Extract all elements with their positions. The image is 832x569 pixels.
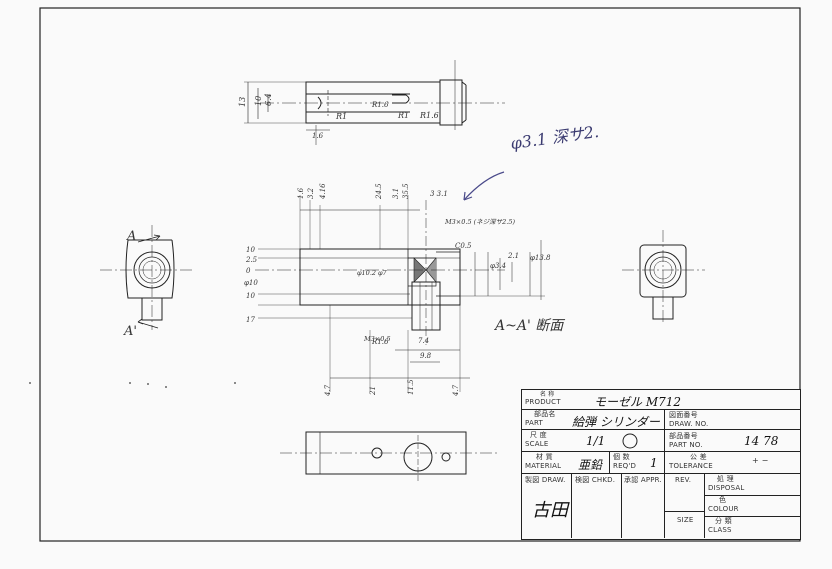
svg-text:φ3.4: φ3.4 [490,262,506,270]
title-row-scale: 尺 度 SCALE 1/1 部品番号 PART NO. 14 78 [522,430,800,452]
svg-text:3.1: 3.1 [392,188,400,199]
svg-text:10: 10 [246,246,255,254]
left-end-view [100,225,195,330]
section-view-dim-text: 10 2.5 0 φ10 10 17 1.6 3.2 4.16 24.5 3.1… [244,183,551,397]
svg-text:7.4: 7.4 [418,337,429,345]
section-marker-top: A [127,229,137,244]
section-view [255,195,545,392]
reqd-value: 1 [650,456,658,470]
title-row-material: 材 質 MATERIAL 亜鉛 個 数 REQ'D 1 公 差 TOLERANC… [522,452,800,474]
svg-text:R1.6: R1.6 [371,101,389,109]
svg-text:4.7: 4.7 [452,384,460,397]
svg-text:3.2: 3.2 [307,187,315,199]
section-label: A~A' 断面 [495,318,564,334]
svg-text:φ13.8: φ13.8 [530,254,551,262]
draw-signature: 古田 [532,500,568,521]
top-view [244,60,505,145]
svg-text:C0.5: C0.5 [455,242,472,250]
part-name-value: 給弾 シリンダー [572,415,660,429]
svg-text:R1.6: R1.6 [371,338,389,346]
svg-text:3 3.1: 3 3.1 [430,190,448,198]
material-value: 亜鉛 [578,458,603,472]
svg-text:R1.6: R1.6 [419,111,439,120]
title-row-product: 名 称 PRODUCT モーゼル M712 [522,390,800,410]
svg-text:2.1: 2.1 [507,252,519,260]
svg-text:35.5: 35.5 [402,183,410,199]
colour-cell: 色 COLOUR [705,495,800,517]
scale-value: 1/1 [586,434,606,448]
svg-text:24.5: 24.5 [375,183,383,200]
sheet-border [39,7,801,542]
title-block: 名 称 PRODUCT モーゼル M712 部品名 PART 給弾 シリンダー … [521,389,801,540]
svg-text:13: 13 [238,97,247,107]
note-arrow [463,171,505,201]
svg-text:4.7: 4.7 [324,384,332,397]
right-end-view [622,230,705,325]
svg-text:1.6: 1.6 [297,187,305,199]
projection-symbol [622,433,638,449]
svg-text:0: 0 [246,267,251,275]
svg-text:17: 17 [246,316,255,324]
svg-text:M3×0.5 (ネジ深サ2.5): M3×0.5 (ネジ深サ2.5) [444,218,516,226]
class-cell: 分 類 CLASS [708,517,732,534]
svg-text:R1: R1 [397,111,409,120]
title-row-part: 部品名 PART 給弾 シリンダー 図面番号 DRAW. NO. [522,410,800,430]
svg-text:4.16: 4.16 [319,183,327,200]
svg-text:1.6: 1.6 [312,132,324,140]
rev-cell: REV. SIZE [665,474,705,538]
part-no-value: 14 78 [744,434,779,448]
svg-text:21: 21 [369,386,377,396]
svg-text:M3×0.5: M3×0.5 [363,335,391,343]
svg-text:φ10.2: φ10.2 [357,269,376,277]
svg-text:2.5: 2.5 [245,256,258,264]
svg-text:φ7: φ7 [378,269,388,277]
chkd-cell: 検図 CHKD. [572,474,622,538]
section-marker-bottom: A' [124,324,137,339]
appr-cell: 承認 APPR. [622,474,665,538]
svg-text:10: 10 [246,292,255,300]
svg-text:9.8: 9.8 [420,352,432,360]
bottom-view [280,431,500,482]
svg-text:11.5: 11.5 [407,379,415,395]
top-view-dim-text: 13 10 6.4 R1 R1.6 R1 R1.6 1.6 [238,93,439,140]
svg-text:R1: R1 [335,112,347,121]
disposal-cell: 処 理 DISPOSAL [705,474,800,496]
svg-text:6.4: 6.4 [264,93,273,106]
svg-text:10: 10 [254,96,263,106]
svg-text:φ10: φ10 [244,279,258,287]
product-value: モーゼル M712 [594,395,682,409]
draw-cell: 製図 DRAW. 古田 [522,474,572,538]
